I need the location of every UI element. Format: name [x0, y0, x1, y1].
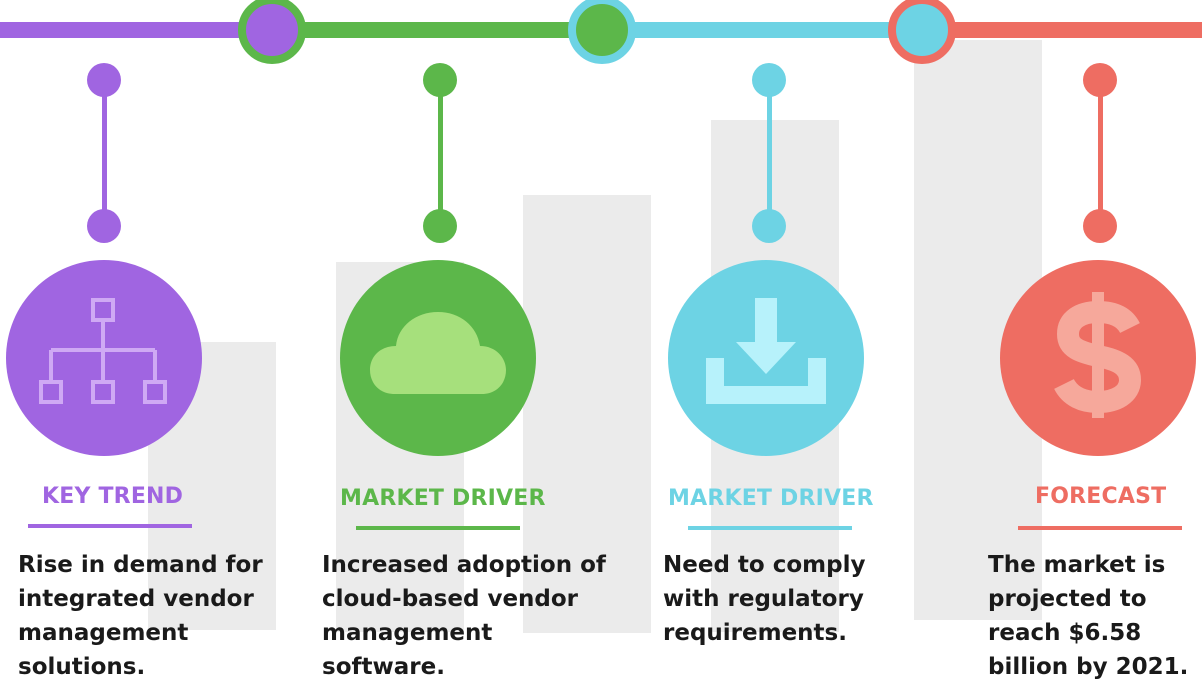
- connector-stem: [438, 80, 443, 226]
- cloud-icon-circle: [340, 260, 536, 456]
- connector-stem: [1098, 80, 1103, 226]
- card-label: MARKET DRIVER: [340, 486, 546, 511]
- timeline-segment-red: [922, 22, 1202, 38]
- hierarchy-icon: [39, 298, 167, 404]
- background-bar-3: [523, 195, 651, 633]
- timeline-segment-green: [272, 22, 602, 38]
- card-description: The market is projected to reach $6.58 b…: [988, 552, 1189, 680]
- card-label: FORECAST: [1035, 484, 1167, 509]
- connector-bottom-dot: [423, 209, 457, 243]
- label-underline: [28, 524, 192, 528]
- connector-bottom-dot: [752, 209, 786, 243]
- download-icon: [706, 298, 826, 404]
- connector-bottom-dot: [87, 209, 121, 243]
- timeline-node-2: [568, 0, 636, 64]
- timeline-node-3: [888, 0, 956, 64]
- download-icon-circle: [668, 260, 864, 456]
- timeline-segment-purple: [0, 22, 272, 38]
- card-label: MARKET DRIVER: [668, 486, 874, 511]
- label-underline: [688, 526, 852, 530]
- dollar-icon: [1054, 292, 1142, 418]
- card-description: Need to comply with regulatory requireme…: [663, 552, 866, 646]
- timeline-node-1: [238, 0, 306, 64]
- connector-bottom-dot: [1083, 209, 1117, 243]
- card-description: Rise in demand for integrated vendor man…: [18, 552, 263, 680]
- connector-stem: [102, 80, 107, 226]
- cloud-icon: [370, 312, 506, 394]
- timeline-segment-cyan: [602, 22, 922, 38]
- card-label: KEY TREND: [42, 484, 184, 509]
- connector-stem: [767, 80, 772, 226]
- card-description: Increased adoption of cloud-based vendor…: [322, 552, 606, 680]
- dollar-icon-circle: [1000, 260, 1196, 456]
- label-underline: [356, 526, 520, 530]
- hierarchy-icon-circle: [6, 260, 202, 456]
- label-underline: [1018, 526, 1182, 530]
